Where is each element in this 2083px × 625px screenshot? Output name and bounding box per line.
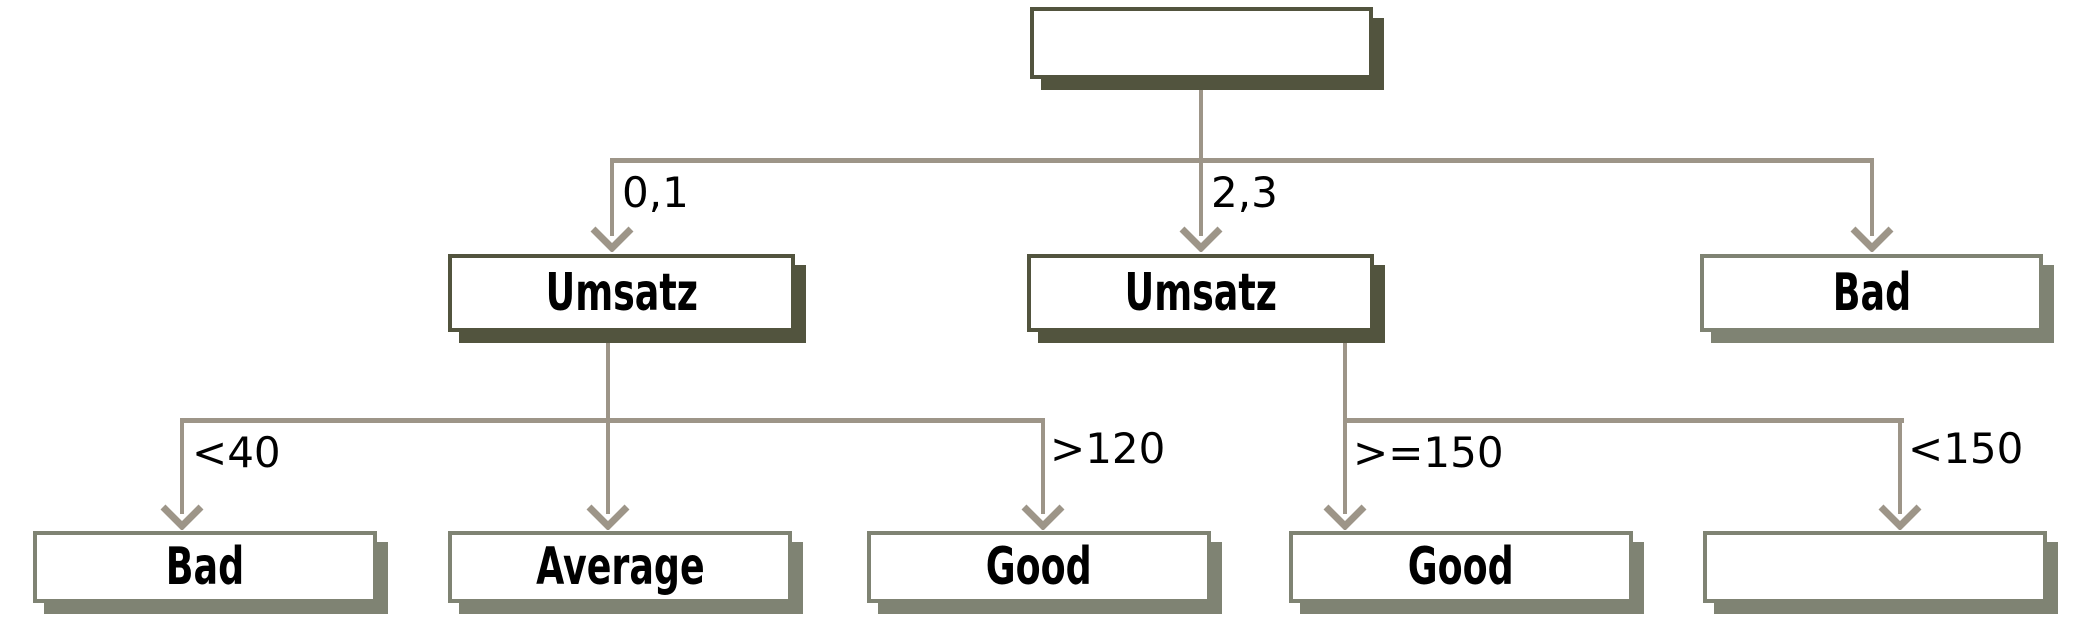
edge-drop-leaf-good-1 xyxy=(1041,418,1045,514)
edge-label-lt150: <150 xyxy=(1908,424,2024,473)
arrow-down-icon xyxy=(1850,226,1894,252)
node-leaf-bad: Bad xyxy=(33,531,377,603)
edge-root-horizontal xyxy=(610,158,1874,163)
edge-drop-bad-right xyxy=(1870,158,1874,236)
node-leaf-average-label: Average xyxy=(535,537,705,597)
edge-umsatz-left-horizontal xyxy=(180,418,1045,423)
edge-label-lt40: <40 xyxy=(192,428,281,477)
edge-label-2-3: 2,3 xyxy=(1211,168,1278,217)
node-leaf-good-1-label: Good xyxy=(986,537,1092,597)
edge-umsatz-mid-stem xyxy=(1343,335,1347,420)
arrow-down-icon xyxy=(160,504,204,530)
edge-umsatz-left-stem xyxy=(606,335,610,420)
node-bad-right: Bad xyxy=(1700,254,2043,332)
edge-label-0-1: 0,1 xyxy=(622,168,689,217)
arrow-down-icon xyxy=(586,504,630,530)
edge-drop-leaf-average xyxy=(606,418,610,514)
arrow-down-icon xyxy=(1179,226,1223,252)
edge-root-stem xyxy=(1199,79,1203,160)
arrow-down-icon xyxy=(1021,504,1065,530)
edge-drop-umsatz-mid xyxy=(1199,158,1203,236)
node-leaf-average: Average xyxy=(448,531,792,603)
node-umsatz-mid-label: Umsatz xyxy=(1124,263,1277,323)
node-leaf-empty xyxy=(1703,531,2047,603)
node-leaf-good-2: Good xyxy=(1289,531,1633,603)
node-leaf-bad-label: Bad xyxy=(165,537,245,597)
edge-drop-leaf-empty xyxy=(1898,418,1902,514)
node-leaf-good-1: Good xyxy=(867,531,1211,603)
node-root xyxy=(1030,7,1373,79)
node-umsatz-left: Umsatz xyxy=(448,254,795,332)
node-leaf-good-2-label: Good xyxy=(1408,537,1514,597)
edge-label-gt120: >120 xyxy=(1050,424,1166,473)
node-umsatz-left-label: Umsatz xyxy=(545,263,698,323)
arrow-down-icon xyxy=(590,226,634,252)
edge-label-gte150: >=150 xyxy=(1353,428,1504,477)
edge-umsatz-mid-horizontal xyxy=(1343,418,1904,423)
node-bad-right-label: Bad xyxy=(1832,263,1911,323)
edge-drop-leaf-good-2 xyxy=(1343,418,1347,514)
arrow-down-icon xyxy=(1323,504,1367,530)
edge-drop-leaf-bad xyxy=(180,418,184,514)
arrow-down-icon xyxy=(1878,504,1922,530)
edge-drop-umsatz-left xyxy=(610,158,614,236)
node-umsatz-mid: Umsatz xyxy=(1027,254,1374,332)
